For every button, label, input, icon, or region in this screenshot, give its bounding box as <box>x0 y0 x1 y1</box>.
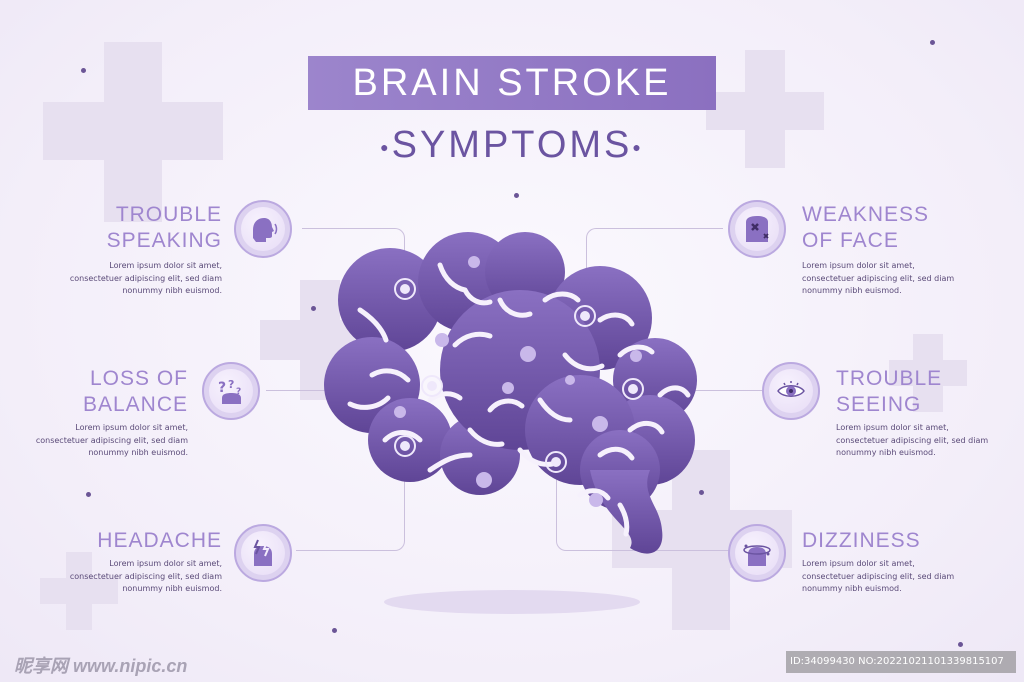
symptom-title-line1: DIZZINESS <box>802 529 921 552</box>
svg-text:?: ? <box>236 387 241 397</box>
symptom-icon-badge <box>728 524 786 582</box>
connector-seeing <box>642 390 764 391</box>
symptom-title-line2: OF FACE <box>802 229 899 252</box>
face-x-icon <box>746 216 769 242</box>
symptom-description: Lorem ipsum dolor sit amet, consectetuer… <box>836 423 989 457</box>
subtitle-text: SYMPTOMS <box>391 124 633 166</box>
symptom-title-line1: TROUBLE <box>115 203 222 226</box>
title-banner: BRAIN STROKE <box>308 56 716 110</box>
symptom-title-line2: SPEAKING <box>106 229 222 252</box>
decor-dot <box>81 68 86 73</box>
bg-cross-bottom-left-h <box>40 578 118 604</box>
symptom-icon-badge <box>234 524 292 582</box>
symptom-icon-badge <box>762 362 820 420</box>
watermark-site: 昵享网 www.nipic.cn <box>14 656 188 676</box>
symptom-description: Lorem ipsum dolor sit amet, consectetuer… <box>802 559 955 593</box>
symptom-title: LOSS OF BALANCE <box>56 366 188 418</box>
symptom-icon-badge: ? ? ? <box>202 362 260 420</box>
symptom-title: WEAKNESS OF FACE <box>802 202 962 254</box>
decor-dot <box>930 40 935 45</box>
svg-text:?: ? <box>218 380 226 396</box>
speaking-head-icon <box>253 218 278 242</box>
symptom-description: Lorem ipsum dolor sit amet, consectetuer… <box>35 423 188 457</box>
decor-dot <box>514 193 519 198</box>
symptom-title-line1: TROUBLE <box>836 367 943 390</box>
symptom-title-line1: WEAKNESS <box>802 203 930 226</box>
page-subtitle: ●SYMPTOMS● <box>380 124 644 166</box>
bg-cross-mid-right-h <box>889 360 967 386</box>
symptom-description: Lorem ipsum dolor sit amet, consectetuer… <box>69 261 222 295</box>
symptom-title: TROUBLE SPEAKING <box>90 202 222 254</box>
decor-dot <box>311 306 316 311</box>
dizzy-head-icon <box>743 544 771 566</box>
symptom-title-line2: BALANCE <box>82 393 188 416</box>
decor-dot <box>958 642 963 647</box>
symptom-title: DIZZINESS <box>802 528 962 554</box>
symptom-title: HEADACHE <box>90 528 222 554</box>
symptom-description: Lorem ipsum dolor sit amet, consectetuer… <box>802 261 955 295</box>
page-title: BRAIN STROKE <box>352 61 672 104</box>
decor-dot <box>699 490 704 495</box>
symptom-icon-badge <box>728 200 786 258</box>
lightning-head-icon <box>253 539 272 566</box>
bg-cross-top-right-h <box>706 92 824 130</box>
symptom-title-line1: HEADACHE <box>97 529 222 552</box>
brain-shadow <box>384 590 640 614</box>
decor-dot <box>86 492 91 497</box>
decor-dot <box>332 628 337 633</box>
eye-icon <box>777 381 805 397</box>
connector-headache <box>296 466 405 551</box>
watermark-id: ID:34099430 NO:20221021101339815107 <box>786 651 1016 673</box>
question-marks-icon: ? ? ? <box>218 378 241 404</box>
bg-cross-top-left-h <box>43 102 223 160</box>
svg-text:?: ? <box>228 378 234 391</box>
symptom-icon-badge <box>234 200 292 258</box>
symptom-description: Lorem ipsum dolor sit amet, consectetuer… <box>69 559 222 593</box>
symptom-title: TROUBLE SEEING <box>836 366 996 418</box>
symptom-title-line1: LOSS OF <box>89 367 188 390</box>
symptom-title-line2: SEEING <box>836 393 922 416</box>
